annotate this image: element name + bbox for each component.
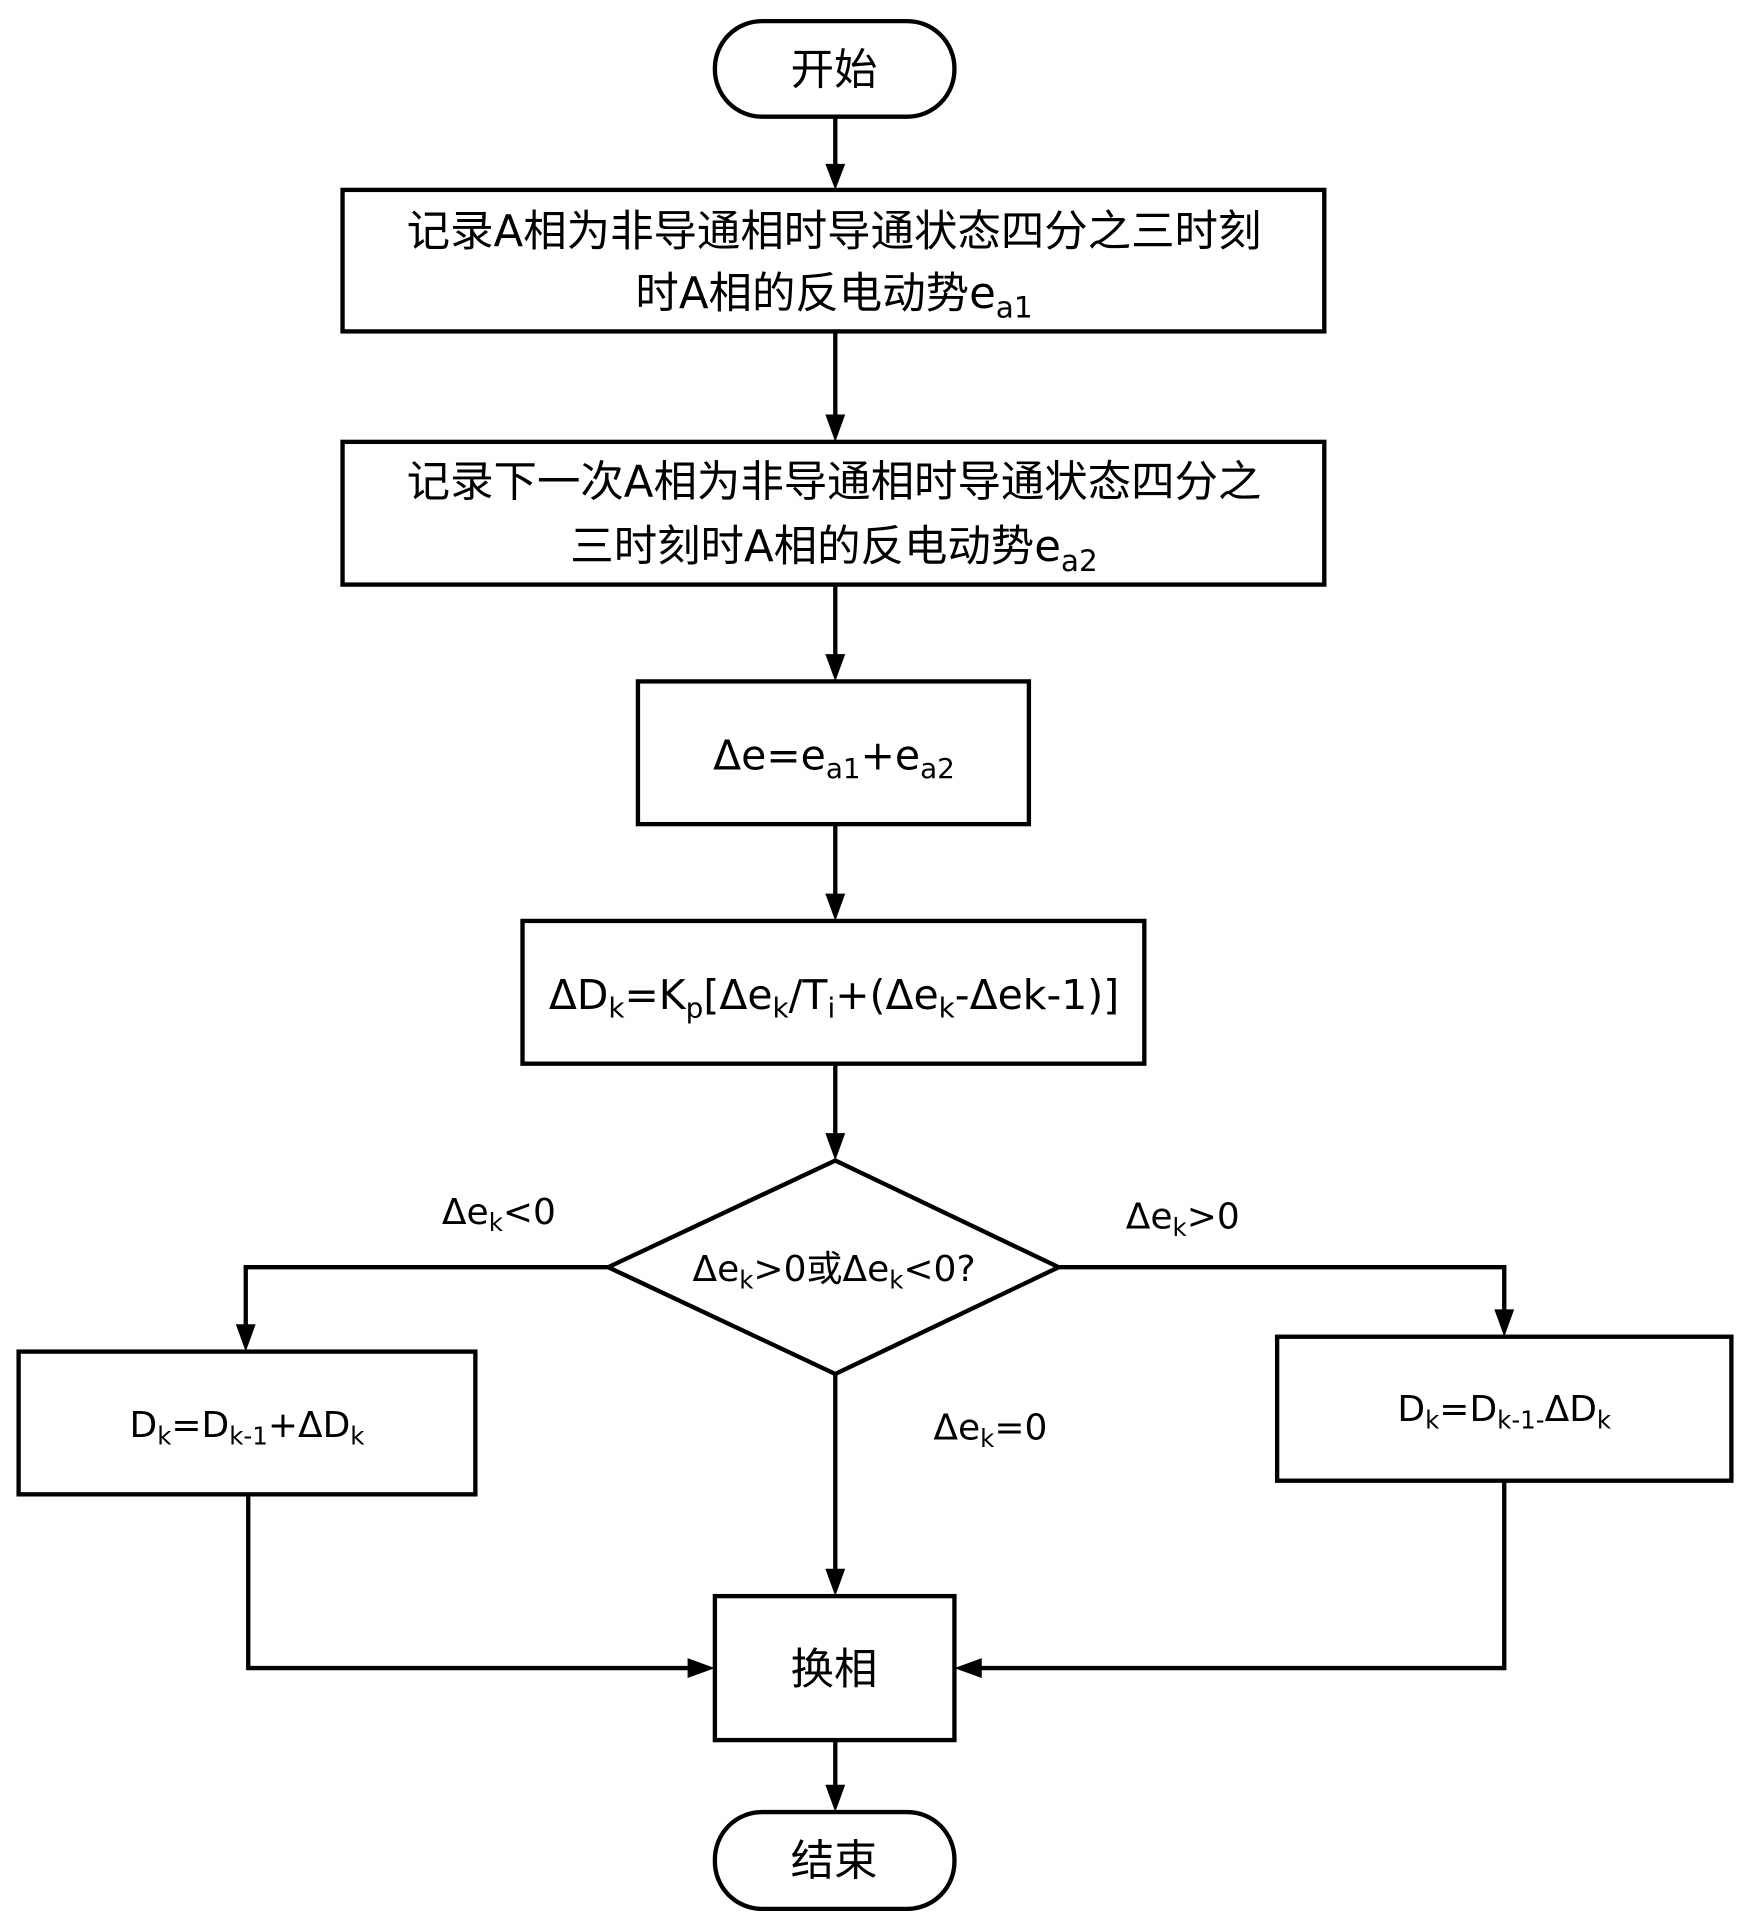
left-update-formula: Dk=Dk-1+ΔDk bbox=[129, 1405, 365, 1450]
edge-left-update-to-commutate bbox=[246, 1494, 715, 1679]
decision-node: Δek>0或Δek<0? bbox=[603, 1158, 1064, 1377]
commutate-node: 换相 bbox=[712, 1593, 957, 1743]
end-node: 结束 bbox=[712, 1809, 957, 1912]
left-update-node: Dk=Dk-1+ΔDk bbox=[16, 1349, 478, 1497]
edge-decision-right bbox=[1058, 1265, 1515, 1337]
record-ea2-node: 记录下一次A相为非导通相时导通状态四分之 三时刻时A相的反电动势ea2 bbox=[340, 439, 1327, 587]
record-ea1-line1: 记录A相为非导通相时导通状态四分之三时刻 bbox=[407, 207, 1262, 257]
arrow-delta-e-to-delta-d bbox=[825, 824, 846, 921]
record-ea1-node: 记录A相为非导通相时导通状态四分之三时刻 时A相的反电动势ea1 bbox=[340, 187, 1327, 334]
delta-d-shape bbox=[520, 918, 1147, 1066]
record-ea1-shape bbox=[340, 187, 1327, 334]
delta-d-formula: ΔDk=Kp[Δek/Ti+(Δek-Δek-1)] bbox=[549, 971, 1119, 1025]
edge-label-negative: Δek<0 bbox=[442, 1192, 556, 1237]
delta-e-node: Δe=ea1+ea2 bbox=[635, 679, 1032, 827]
arrow-commutate-to-end bbox=[825, 1740, 846, 1813]
edge-right-update-to-commutate bbox=[954, 1480, 1507, 1679]
arrow-record2-to-delta-e bbox=[825, 584, 846, 682]
commutate-label: 换相 bbox=[791, 1645, 878, 1695]
edge-decision-left bbox=[235, 1265, 609, 1352]
end-shape bbox=[712, 1809, 957, 1912]
start-node: 开始 bbox=[712, 18, 957, 119]
edge-label-positive: Δek>0 bbox=[1126, 1197, 1240, 1242]
record-ea2-line1: 记录下一次A相为非导通相时导通状态四分之 bbox=[407, 457, 1262, 507]
decision-label: Δek>0或Δek<0? bbox=[693, 1249, 976, 1294]
record-ea1-line2: 时A相的反电动势ea1 bbox=[635, 269, 1032, 325]
arrow-start-to-record1 bbox=[825, 116, 846, 190]
record-ea2-line2: 三时刻时A相的反电动势ea2 bbox=[570, 522, 1098, 578]
right-update-formula: Dk=Dk-1-ΔDk bbox=[1397, 1389, 1611, 1434]
edge-label-zero: Δek=0 bbox=[933, 1408, 1047, 1453]
left-update-shape bbox=[16, 1349, 478, 1497]
arrow-delta-d-to-decision bbox=[825, 1063, 846, 1161]
right-update-shape bbox=[1274, 1334, 1734, 1483]
end-label: 结束 bbox=[791, 1836, 878, 1886]
start-label: 开始 bbox=[791, 45, 878, 95]
arrow-record1-to-record2 bbox=[825, 331, 846, 442]
right-update-node: Dk=Dk-1-ΔDk bbox=[1274, 1334, 1734, 1483]
delta-d-node: ΔDk=Kp[Δek/Ti+(Δek-Δek-1)] bbox=[520, 918, 1147, 1066]
delta-e-formula: Δe=ea1+ea2 bbox=[713, 732, 955, 786]
edge-decision-center bbox=[825, 1373, 846, 1597]
delta-e-shape bbox=[635, 679, 1032, 827]
